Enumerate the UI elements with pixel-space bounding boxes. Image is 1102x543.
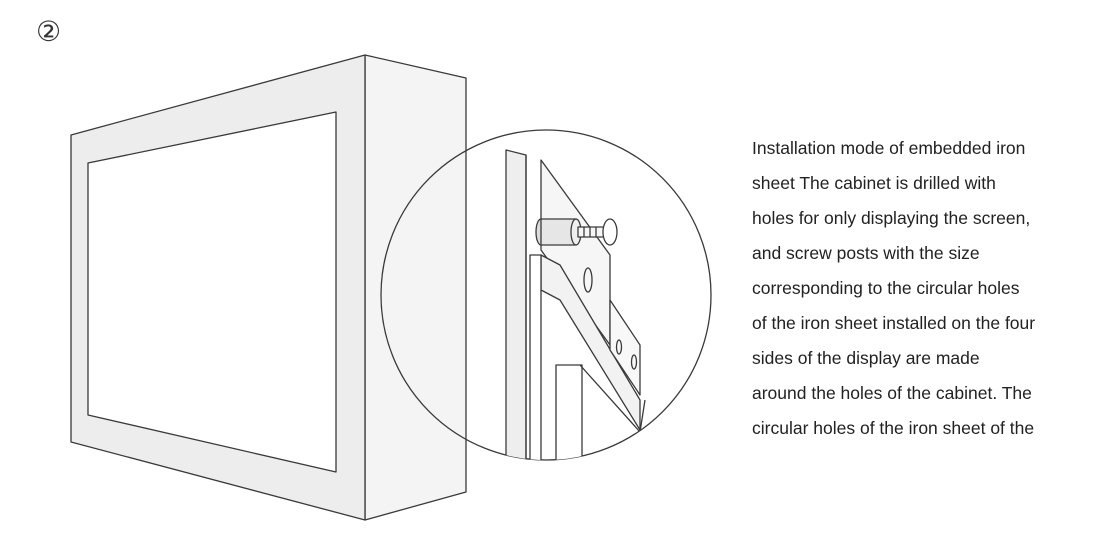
description-line: sides of the display are made xyxy=(752,348,980,368)
description-line: of the iron sheet installed on the four xyxy=(752,313,1036,333)
description-line: corresponding to the circular holes xyxy=(752,278,1020,298)
detail-circle xyxy=(380,129,712,461)
description-line: and screw posts with the size xyxy=(752,243,980,263)
installation-diagram xyxy=(70,54,712,521)
description-line: around the holes of the cabinet. The xyxy=(752,383,1032,403)
iron-sheet-hole-small xyxy=(615,339,623,355)
description-line: sheet The cabinet is drilled with xyxy=(752,173,996,193)
detail-magnifier xyxy=(380,129,712,461)
description-line: holes for only displaying the screen, xyxy=(752,208,1031,228)
step-number-badge: ② xyxy=(36,15,62,48)
iron-sheet-hole-small xyxy=(630,354,638,370)
cabinet-wall-section xyxy=(505,149,527,460)
display-screen xyxy=(87,111,337,473)
cabinet-illustration xyxy=(70,54,467,521)
description-text: Installation mode of embedded iron sheet … xyxy=(752,131,1097,446)
display-edge xyxy=(529,254,542,460)
description-line: Installation mode of embedded iron xyxy=(752,138,1026,158)
cabinet-side-panel xyxy=(364,54,467,521)
iron-sheet-hole-large xyxy=(583,267,593,293)
description-line: circular holes of the iron sheet of the xyxy=(752,418,1035,438)
screw-post xyxy=(535,218,618,246)
